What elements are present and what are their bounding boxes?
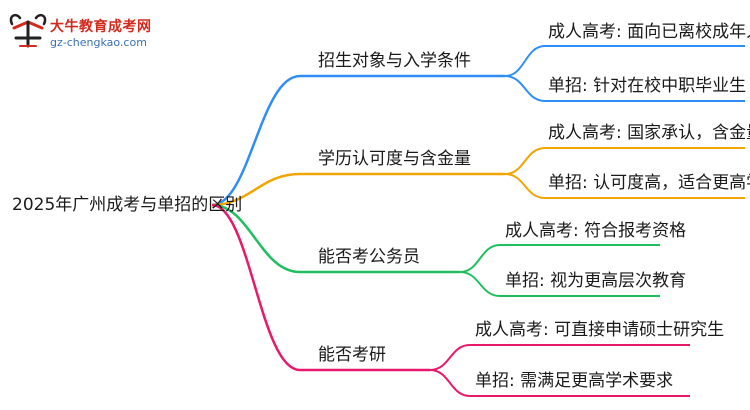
connector-branch4-child1 [429, 344, 690, 371]
branch-label-civil-service: 能否考公务员 [318, 247, 420, 267]
site-logo[interactable]: 大牛教育成考网 gz-chengkao.com [6, 8, 176, 54]
connector-root-branch1 [211, 74, 505, 207]
leaf-enrollment-adult-exam: 成人高考: 面向已离校成年人 [548, 22, 750, 42]
connector-branch4-child2 [429, 369, 690, 397]
connector-root-branch4 [211, 203, 430, 372]
connector-branch2-child1 [504, 147, 745, 175]
connector-branch3-child2 [459, 271, 660, 297]
branch-label-recognition: 学历认可度与含金量 [318, 149, 471, 169]
leaf-enrollment-single-exam: 单招: 针对在校中职毕业生 [548, 76, 747, 96]
branch-label-postgraduate: 能否考研 [318, 345, 386, 365]
connector-branch3-child1 [459, 244, 660, 273]
connector-branch1-child2 [504, 75, 745, 102]
bull-logo-icon [9, 13, 47, 48]
leaf-civil-service-adult-exam: 成人高考: 符合报考资格 [505, 221, 687, 241]
logo-name: 大牛教育成考网 [50, 19, 152, 35]
connector-root-branch2 [211, 172, 505, 207]
connector-branch2-child2 [504, 173, 745, 199]
leaf-postgraduate-single-exam: 单招: 需满足更高学术要求 [475, 371, 674, 391]
leaf-civil-service-single-exam: 单招: 视为更高层次教育 [505, 271, 687, 291]
leaf-recognition-single-exam: 单招: 认可度高，适合更高学府 [548, 173, 750, 193]
connector-root-branch3 [211, 203, 460, 274]
connector-branch1-child1 [504, 45, 745, 77]
leaf-postgraduate-adult-exam: 成人高考: 可直接申请硕士研究生 [475, 320, 725, 340]
mindmap-root: 2025年广州成考与单招的区别 [12, 195, 243, 215]
branch-label-enrollment: 招生对象与入学条件 [318, 51, 471, 71]
logo-url: gz-chengkao.com [50, 36, 147, 49]
leaf-recognition-adult-exam: 成人高考: 国家承认，含金量高 [548, 123, 750, 143]
